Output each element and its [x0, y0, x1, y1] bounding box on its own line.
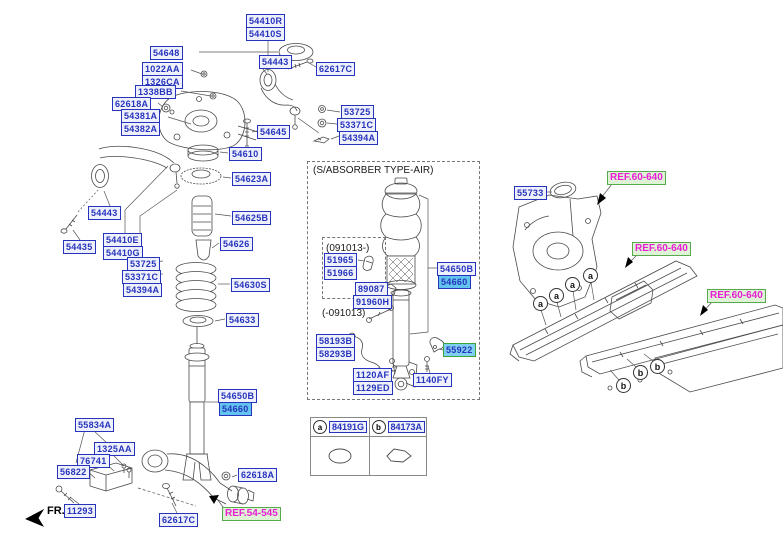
part-label-54410E[interactable]: 54410E: [103, 233, 142, 247]
part-label-54625B[interactable]: 54625B: [232, 211, 272, 225]
clip-shape-b-icon: [386, 448, 412, 463]
legend-col-a: a 84191G: [311, 418, 369, 475]
legend-col-b: b 84173A: [368, 418, 427, 475]
fr-direction-marker: FR.: [24, 505, 65, 517]
part-label-54633[interactable]: 54633: [226, 313, 259, 327]
callout-b-2: b: [633, 365, 648, 380]
part-label-54650B-strut[interactable]: 54650B: [218, 389, 258, 403]
part-label-54382A[interactable]: 54382A: [121, 122, 161, 136]
fastener-legend-table: a 84191G b 84173A: [310, 417, 427, 476]
ref-label-54-545[interactable]: REF.54-545: [222, 507, 281, 521]
part-label-55922[interactable]: 55922: [443, 343, 476, 357]
part-label-1129ED[interactable]: 1129ED: [353, 381, 393, 395]
legend-key-a: a: [313, 420, 327, 434]
strut-mount-art: [158, 43, 314, 151]
part-label-54410G[interactable]: 54410G: [103, 246, 143, 260]
part-label-53725-left[interactable]: 53725: [127, 257, 160, 271]
part-label-54410S[interactable]: 54410S: [246, 27, 285, 41]
part-label-54443-top[interactable]: 54443: [259, 55, 292, 69]
part-label-55733[interactable]: 55733: [514, 186, 547, 200]
callout-b-3: b: [650, 359, 665, 374]
ref-label-60-640-1[interactable]: REF.60-640: [607, 171, 666, 185]
callout-a-4: a: [583, 268, 598, 283]
part-label-54410R[interactable]: 54410R: [246, 14, 286, 28]
part-label-54394A-right[interactable]: 54394A: [339, 131, 379, 145]
coil-strut-art: [175, 144, 222, 481]
part-label-51965[interactable]: 51965: [324, 253, 357, 267]
fr-arrow-icon: [25, 508, 45, 527]
callout-b-1: b: [616, 378, 631, 393]
air-absorber-section-box: [307, 161, 480, 400]
part-label-1022AA[interactable]: 1022AA: [142, 62, 183, 76]
part-label-51966[interactable]: 51966: [324, 266, 357, 280]
sub-box-date-title: (091013-): [326, 243, 370, 254]
part-label-56822[interactable]: 56822: [57, 465, 90, 479]
part-label-54381A[interactable]: 54381A: [121, 109, 161, 123]
legend-part-label-84173A[interactable]: 84173A: [387, 421, 426, 433]
date-note-until: (-091013): [322, 308, 366, 319]
part-label-54435[interactable]: 54435: [63, 240, 96, 254]
part-label-54630S[interactable]: 54630S: [231, 278, 270, 292]
part-label-89087[interactable]: 89087: [355, 282, 388, 296]
part-label-76741[interactable]: 76741: [77, 454, 110, 468]
air-absorber-box-title: (S/ABSORBER TYPE-AIR): [313, 165, 434, 176]
upper-arm-rear-art: [60, 145, 181, 234]
part-label-54648[interactable]: 54648: [150, 46, 183, 60]
part-label-55834A[interactable]: 55834A: [75, 418, 115, 432]
part-label-54660-strut[interactable]: 54660: [219, 402, 252, 416]
part-label-53725-right[interactable]: 53725: [341, 105, 374, 119]
part-label-1120AF[interactable]: 1120AF: [353, 368, 393, 382]
part-label-54650B-air[interactable]: 54650B: [437, 262, 477, 276]
part-label-54626[interactable]: 54626: [220, 237, 253, 251]
leader-lines: [69, 40, 713, 514]
legend-part-label-84191G[interactable]: 84191G: [329, 421, 368, 433]
part-label-53371C-right[interactable]: 53371C: [337, 118, 377, 132]
clip-shape-a-icon: [328, 448, 352, 464]
legend-key-b: b: [371, 420, 386, 434]
fr-label: FR.: [47, 505, 65, 517]
ref-label-60-640-2[interactable]: REF.60-640: [632, 242, 691, 256]
part-label-62617C-bottom[interactable]: 62617C: [159, 513, 199, 527]
air-absorber-art: [348, 177, 445, 391]
part-label-62618A-bottom[interactable]: 62618A: [238, 468, 278, 482]
part-label-1325AA[interactable]: 1325AA: [94, 442, 135, 456]
part-label-1338BB[interactable]: 1338BB: [135, 85, 176, 99]
part-label-54660-air[interactable]: 54660: [438, 275, 471, 289]
part-label-53371C-left[interactable]: 53371C: [122, 270, 162, 284]
part-label-54610[interactable]: 54610: [229, 147, 262, 161]
ref-label-60-640-3[interactable]: REF.60-640: [707, 289, 766, 303]
body-panel-art: [509, 181, 783, 393]
upper-arm-front-art: [259, 58, 330, 144]
callout-a-3: a: [565, 277, 580, 292]
part-label-54394A-left[interactable]: 54394A: [123, 283, 163, 297]
part-label-58293B[interactable]: 58293B: [316, 347, 356, 361]
part-label-62617C-top[interactable]: 62617C: [316, 62, 356, 76]
part-label-54645[interactable]: 54645: [257, 125, 290, 139]
part-label-11293[interactable]: 11293: [64, 504, 97, 518]
part-label-54443-left[interactable]: 54443: [88, 206, 121, 220]
part-label-1140FY[interactable]: 1140FY: [413, 373, 452, 387]
part-label-91960H[interactable]: 91960H: [353, 295, 393, 309]
part-label-58193B[interactable]: 58193B: [316, 334, 356, 348]
callout-a-1: a: [533, 296, 548, 311]
callout-a-2: a: [549, 288, 564, 303]
part-label-54623A[interactable]: 54623A: [232, 172, 272, 186]
